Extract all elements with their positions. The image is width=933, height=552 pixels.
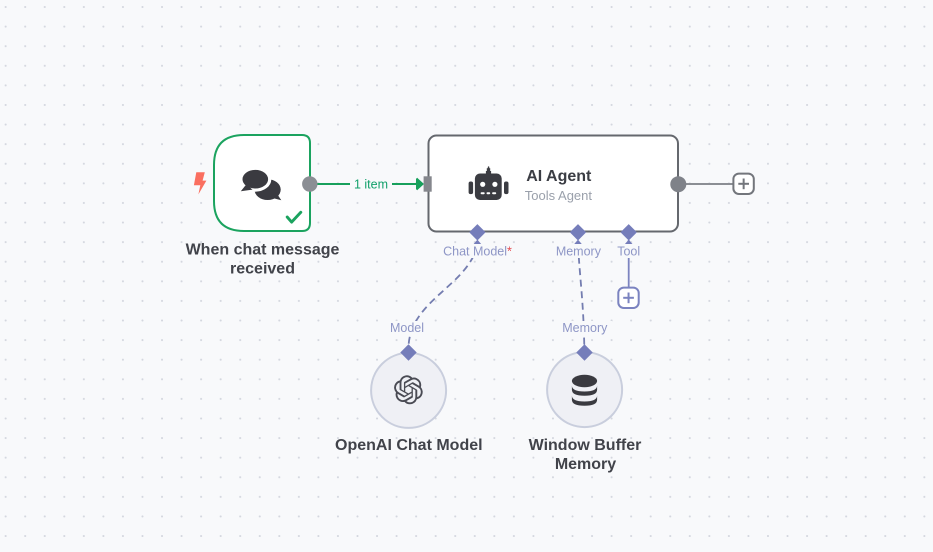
svg-text:AI Agent: AI Agent [526,168,592,185]
svg-text:Tools Agent: Tools Agent [525,188,593,203]
svg-text:received: received [230,261,295,278]
svg-text:Tool: Tool [617,245,640,259]
svg-text:OpenAI Chat Model: OpenAI Chat Model [335,437,483,454]
svg-text:When chat message: When chat message [186,242,340,259]
svg-text:Chat Model*: Chat Model* [443,245,512,259]
svg-text:Memory: Memory [556,245,602,259]
svg-text:Window Buffer: Window Buffer [529,437,642,454]
svg-text:Model: Model [390,321,424,335]
svg-text:Memory: Memory [562,321,608,335]
svg-text:1 item: 1 item [354,177,388,191]
svg-text:Memory: Memory [555,456,616,473]
